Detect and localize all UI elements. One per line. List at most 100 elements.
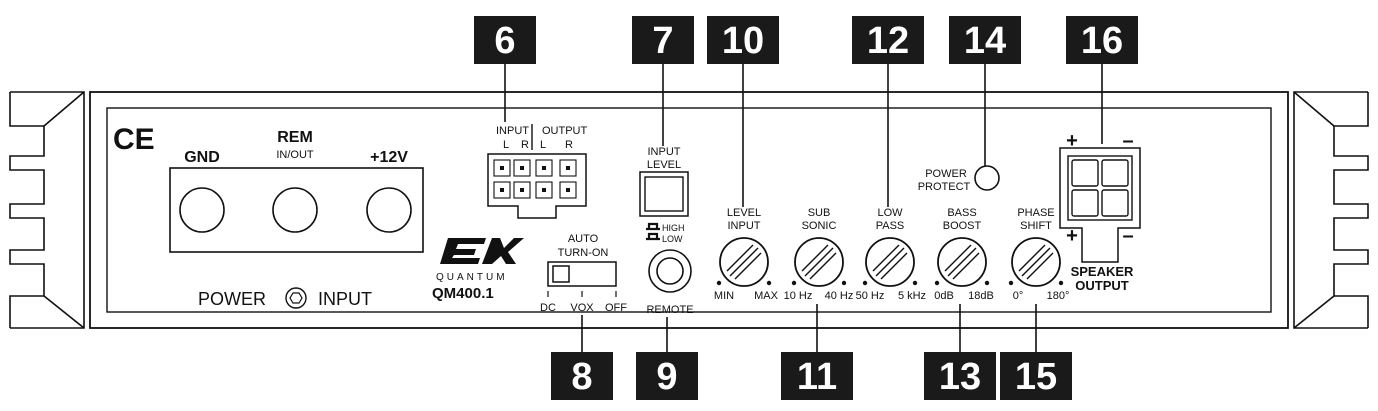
callout-15: 15 <box>1000 352 1072 400</box>
protect-led <box>974 165 1000 191</box>
bassboost-title1: BASS <box>947 207 976 219</box>
low-position-icon <box>646 232 660 241</box>
auto-dc: DC <box>540 302 556 314</box>
rca-l2: L <box>540 139 546 151</box>
level-max: MAX <box>754 290 779 302</box>
brand-logo: QUANTUM QM400.1 <box>432 238 524 302</box>
rca-input-label: INPUT <box>496 125 529 137</box>
input-level-button-outer[interactable] <box>639 171 689 217</box>
input-caption: INPUT <box>318 289 372 309</box>
svg-text:9: 9 <box>656 356 677 398</box>
terminal-housing <box>169 167 424 253</box>
svg-text:16: 16 <box>1081 20 1123 62</box>
svg-text:15: 15 <box>1015 356 1057 398</box>
callout-7: 7 <box>632 16 694 64</box>
knob-level-input: LEVEL INPUT MIN MAX <box>714 207 779 302</box>
protect-line1: POWER <box>925 168 967 180</box>
power-caption: POWER <box>198 289 266 309</box>
rca-housing <box>487 153 587 219</box>
subsonic-max: 40 Hz <box>825 290 854 302</box>
input-level-title2: LEVEL <box>647 159 681 171</box>
level-knob[interactable] <box>719 237 769 287</box>
remote-label: REMOTE <box>646 304 693 316</box>
svg-text:11: 11 <box>797 356 837 398</box>
speaker-plus-top: + <box>1066 130 1078 152</box>
plus12v-terminal[interactable] <box>366 187 412 233</box>
brand-model: QM400.1 <box>432 285 494 302</box>
phase-title1: PHASE <box>1017 207 1054 219</box>
main-panel <box>89 91 1289 329</box>
hex-screw-icon <box>289 292 303 304</box>
phase-max: 180° <box>1047 290 1070 302</box>
level-min: MIN <box>714 290 734 302</box>
svg-text:6: 6 <box>494 20 515 62</box>
lowpass-title1: LOW <box>877 207 903 219</box>
esx-logo-icon <box>440 238 486 264</box>
knob-subsonic: SUB SONIC 10 Hz 40 Hz <box>784 207 854 302</box>
high-label: HIGH <box>662 223 685 233</box>
rca-l1: L <box>503 139 509 151</box>
level-title1: LEVEL <box>727 207 761 219</box>
bassboost-knob[interactable] <box>937 237 987 287</box>
remote-jack-outer[interactable] <box>648 249 692 293</box>
auto-off: OFF <box>605 302 627 314</box>
knob-lowpass: LOW PASS 50 Hz 5 kHz <box>856 207 926 302</box>
svg-text:12: 12 <box>867 20 909 62</box>
rca-output-label: OUTPUT <box>542 125 588 137</box>
subsonic-min: 10 Hz <box>784 290 813 302</box>
speaker-minus-top: – <box>1122 130 1133 152</box>
callout-6: 6 <box>474 16 536 64</box>
input-level-button-inner[interactable] <box>644 176 684 212</box>
power-protect-indicator: POWER PROTECT <box>918 165 1000 193</box>
bassboost-max: 18dB <box>968 290 994 302</box>
heatsink-left <box>9 91 85 329</box>
subsonic-title1: SUB <box>808 207 831 219</box>
brand-series: QUANTUM <box>436 272 508 283</box>
lowpass-title2: PASS <box>876 220 905 232</box>
leader-lines <box>504 64 1103 352</box>
speaker-housing <box>1059 147 1141 263</box>
auto-switch-slider[interactable] <box>552 265 570 283</box>
power-terminal-block: GND REM IN/OUT +12V POWER INPUT <box>169 129 424 309</box>
callout-12: 12 <box>852 16 924 64</box>
speaker-minus-bottom: – <box>1122 225 1133 247</box>
rca-r1: R <box>521 139 529 151</box>
auto-switch-body[interactable] <box>547 261 617 287</box>
lowpass-knob[interactable] <box>865 237 915 287</box>
rem-sub-label: IN/OUT <box>276 149 314 161</box>
auto-title1: AUTO <box>568 233 599 245</box>
rem-terminal[interactable] <box>272 187 318 233</box>
low-label: LOW <box>662 234 683 244</box>
input-level-switch: INPUT LEVEL HIGH LOW <box>639 146 689 244</box>
callout-9: 9 <box>636 352 698 400</box>
rca-connector: INPUT OUTPUT L R L R <box>487 124 588 219</box>
level-title2: INPUT <box>728 220 761 232</box>
bassboost-min: 0dB <box>934 290 954 302</box>
speaker-line2: OUTPUT <box>1075 278 1129 293</box>
callout-10: 10 <box>707 16 779 64</box>
protect-line2: PROTECT <box>918 181 971 193</box>
input-level-title1: INPUT <box>648 146 681 158</box>
phase-knob[interactable] <box>1011 237 1061 287</box>
speaker-line1: SPEAKER <box>1071 264 1134 279</box>
callout-16: 16 <box>1066 16 1138 64</box>
auto-vox: VOX <box>570 302 594 314</box>
heatsink-right <box>1293 91 1369 329</box>
remote-jack-inner <box>656 257 684 285</box>
svg-text:7: 7 <box>652 20 673 62</box>
rem-label: REM <box>277 129 313 146</box>
speaker-plus-bottom: + <box>1066 225 1078 247</box>
callout-11: 11 <box>781 352 853 400</box>
speaker-terminal-block[interactable] <box>1067 155 1133 221</box>
auto-title2: TURN-ON <box>558 247 609 259</box>
gnd-terminal[interactable] <box>179 187 225 233</box>
lowpass-max: 5 kHz <box>898 290 926 302</box>
phase-title2: SHIFT <box>1020 220 1052 232</box>
subsonic-knob[interactable] <box>794 237 844 287</box>
svg-text:14: 14 <box>964 20 1006 62</box>
knob-phase: PHASE SHIFT 0° 180° <box>1008 207 1070 302</box>
svg-text:10: 10 <box>722 20 764 62</box>
svg-text:13: 13 <box>939 356 981 398</box>
gnd-label: GND <box>184 149 220 166</box>
